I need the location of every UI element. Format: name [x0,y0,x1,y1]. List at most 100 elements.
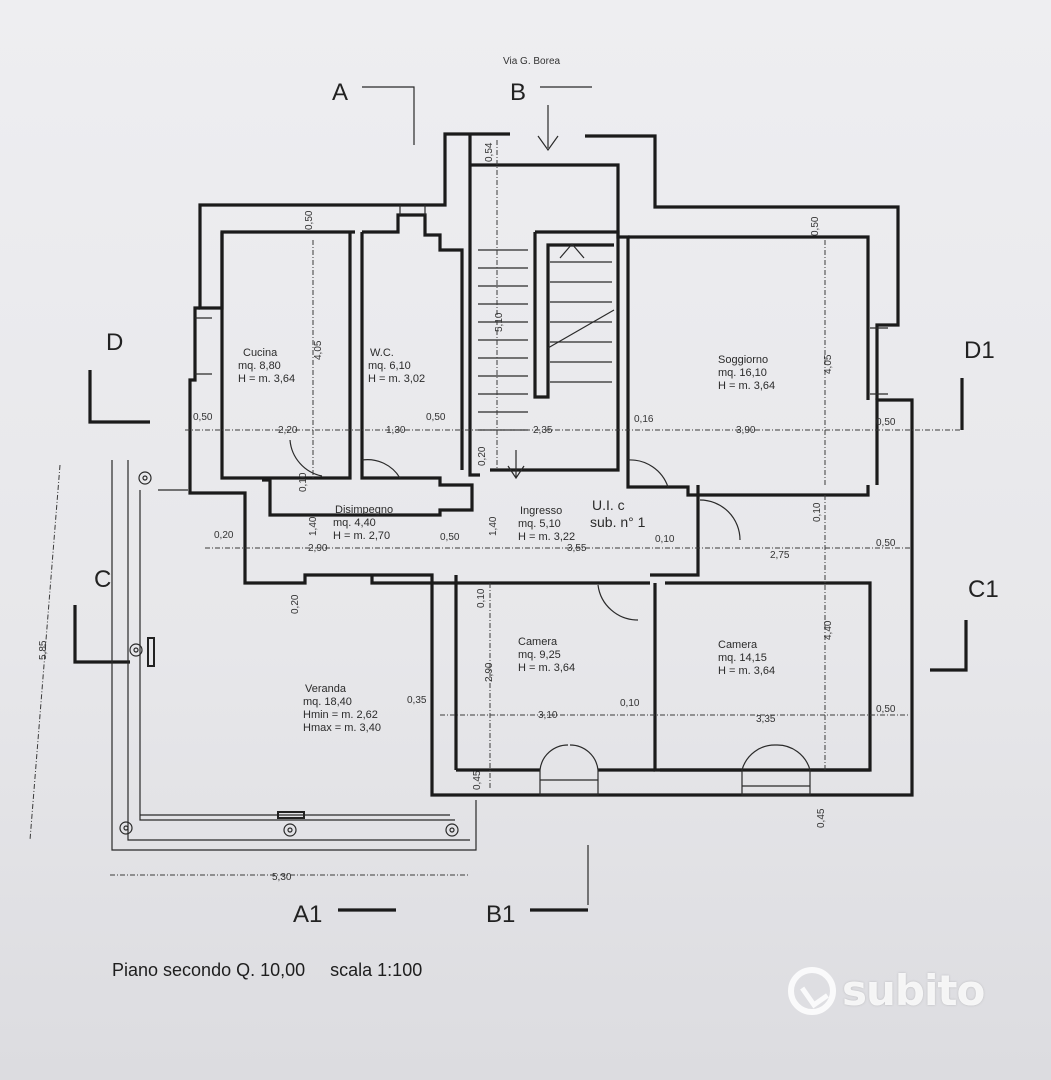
svg-text:H = m. 3,64: H = m. 3,64 [518,662,575,674]
dim-010-d: 0,10 [476,588,487,608]
svg-text:W.C.: W.C. [370,347,394,359]
room-camera-large: Camera mq. 14,15 H = m. 3,64 [718,639,775,677]
section-mark-c: C [94,566,111,593]
room-wc: W.C. mq. 6,10 H = m. 3,02 [368,347,425,385]
ingresso-arrow-icon [507,450,525,480]
dim-335: 3,35 [756,714,776,725]
dim-355: 3,55 [567,543,587,554]
staircase [478,243,615,480]
dim-290-a: 2,90 [308,543,328,554]
section-mark-c1: C1 [968,576,999,603]
dim-050-top: 0,50 [304,210,315,230]
dim-275: 2,75 [770,550,790,561]
svg-text:mq. 18,40: mq. 18,40 [303,696,352,708]
dim-405-left: 4,05 [313,340,324,360]
svg-text:Veranda: Veranda [305,683,347,695]
dim-390: 3,90 [736,425,756,436]
dim-530: 5,30 [272,872,292,883]
room-soggiorno: Soggiorno mq. 16,10 H = m. 3,64 [718,354,775,392]
room-veranda: Veranda mq. 18,40 Hmin = m. 2,62 Hmax = … [303,683,381,734]
svg-text:H = m. 3,22: H = m. 3,22 [518,531,575,543]
svg-text:Cucina: Cucina [243,347,278,359]
dim-220: 2,20 [278,425,298,436]
dim-585: 5,85 [38,640,49,660]
section-mark-b1: B1 [486,901,515,928]
plan-caption: Piano secondo Q. 10,00 scala 1:100 [112,960,423,980]
stair-arrow-icon [559,243,585,259]
street-label: Via G. Borea [503,56,561,67]
dimension-labels: 0,54 0,50 0,50 5,10 4,05 4,05 0,50 2,20 … [38,142,896,883]
dim-050-e: 0,50 [876,538,896,549]
dim-020-b: 0,20 [214,530,234,541]
dim-010-e: 0,10 [620,698,640,709]
room-ingresso: Ingresso mq. 5,10 H = m. 3,22 [518,505,575,543]
section-mark-a: A [332,79,348,106]
dim-140-b: 1,40 [488,516,499,536]
dim-020-a: 0,20 [477,446,488,466]
section-line-c [73,605,130,664]
svg-text:mq. 6,10: mq. 6,10 [368,360,411,372]
dim-050-top-right: 0,50 [810,216,821,236]
svg-text:H = m. 3,02: H = m. 3,02 [368,373,425,385]
dim-045-a: 0,45 [472,770,483,790]
dim-050-f: 0,50 [876,704,896,715]
svg-text:mq. 16,10: mq. 16,10 [718,367,767,379]
section-markers: A B D D1 C C1 A1 B1 [73,79,999,928]
dim-050-b: 0,50 [426,412,446,423]
svg-text:H = m. 2,70: H = m. 2,70 [333,530,390,542]
section-mark-b: B [510,79,526,106]
subito-watermark: subito [788,966,985,1015]
dim-235: 2,35 [533,425,553,436]
svg-text:U.I. c: U.I. c [592,497,625,513]
section-mark-a1: A1 [293,901,322,928]
svg-text:mq. 4,40: mq. 4,40 [333,517,376,529]
svg-text:sub. n° 1: sub. n° 1 [590,514,646,530]
dim-440: 4,40 [823,620,834,640]
dim-045-b: 0,45 [816,808,827,828]
section-mark-d1: D1 [964,337,995,364]
svg-text:mq. 8,80: mq. 8,80 [238,360,281,372]
svg-text:mq. 14,15: mq. 14,15 [718,652,767,664]
dim-050-c: 0,50 [876,417,896,428]
entrance-arrow-icon [537,105,559,152]
svg-text:H = m. 3,64: H = m. 3,64 [718,665,775,677]
dim-310: 3,10 [538,710,558,721]
svg-text:mq. 5,10: mq. 5,10 [518,518,561,530]
dim-010-a: 0,10 [298,472,309,492]
dim-140-a: 1,40 [308,516,319,536]
veranda-structure [111,460,477,851]
dimension-lines [29,140,960,876]
svg-text:Camera: Camera [718,639,758,651]
dim-054: 0,54 [484,142,495,162]
section-line-d [88,370,150,424]
dim-405-right: 4,05 [823,354,834,374]
svg-text:Camera: Camera [518,636,558,648]
doors-windows [195,205,888,796]
svg-text:Disimpegno: Disimpegno [335,504,393,516]
subito-logo-icon [788,966,836,1015]
dim-016: 0,16 [634,414,654,425]
dim-020-c: 0,20 [290,594,301,614]
svg-text:Hmax = m. 3,40: Hmax = m. 3,40 [303,722,381,734]
dim-010-b: 0,10 [655,534,675,545]
svg-text:Hmin = m. 2,62: Hmin = m. 2,62 [303,709,378,721]
svg-text:H = m. 3,64: H = m. 3,64 [238,373,295,385]
room-cucina: Cucina mq. 8,80 H = m. 3,64 [238,347,295,385]
dim-510: 5,10 [494,312,505,332]
svg-text:mq. 9,25: mq. 9,25 [518,649,561,661]
section-line-c1 [930,620,968,672]
svg-text:H = m. 3,64: H = m. 3,64 [718,380,775,392]
dim-050-a: 0,50 [193,412,213,423]
room-disimpegno: Disimpegno mq. 4,40 H = m. 2,70 [333,504,393,542]
unit-label: U.I. c sub. n° 1 [590,497,646,530]
room-labels: Cucina mq. 8,80 H = m. 3,64 W.C. mq. 6,1… [238,347,775,734]
exterior-walls [188,132,914,797]
room-camera-small: Camera mq. 9,25 H = m. 3,64 [518,636,575,674]
dim-035: 0,35 [407,695,427,706]
section-mark-d: D [106,329,123,356]
dim-290-b: 2,90 [484,662,495,682]
dim-010-c: 0,10 [812,502,823,522]
dim-130: 1,30 [386,425,406,436]
